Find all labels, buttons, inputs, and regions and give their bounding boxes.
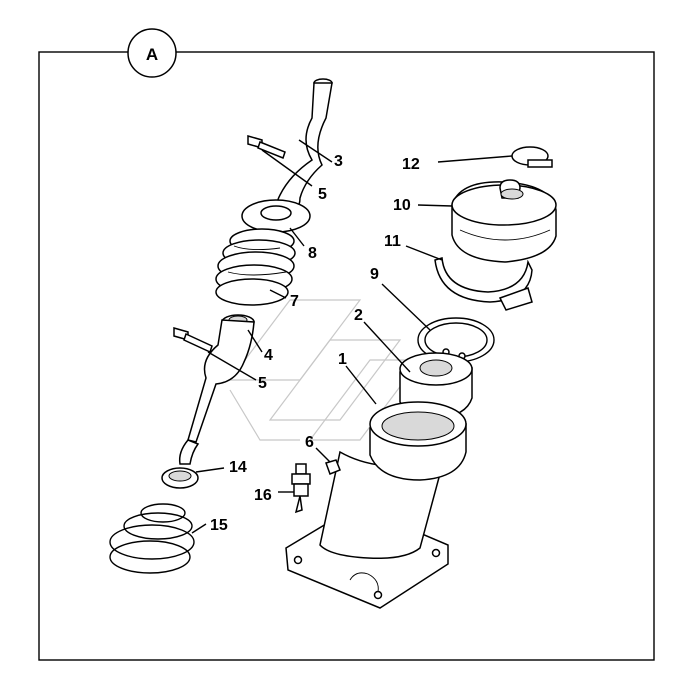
part-8-washer bbox=[241, 199, 311, 233]
view-badge: A bbox=[127, 28, 177, 78]
callout-5-upper: 5 bbox=[318, 186, 327, 203]
callout-labels: 1 2 3 4 5 5 6 7 8 9 10 11 12 14 15 16 bbox=[210, 153, 420, 534]
part-15-spring bbox=[109, 503, 195, 574]
callout-11: 11 bbox=[384, 233, 401, 250]
part-6-plug bbox=[325, 459, 341, 475]
lower-lever-shaft bbox=[178, 319, 255, 465]
callout-7: 7 bbox=[290, 293, 299, 310]
callout-16: 16 bbox=[254, 487, 272, 504]
diagram-frame bbox=[38, 51, 655, 661]
callout-8: 8 bbox=[308, 245, 317, 262]
callout-4: 4 bbox=[264, 347, 273, 364]
view-badge-label: A bbox=[146, 45, 158, 64]
part-16-switch bbox=[291, 463, 311, 514]
callout-15: 15 bbox=[210, 517, 228, 534]
part-1-housing bbox=[285, 401, 467, 609]
part-10-boot bbox=[451, 179, 557, 263]
callout-14: 14 bbox=[229, 459, 247, 476]
part-5-bolt-lower bbox=[173, 327, 213, 354]
callout-3: 3 bbox=[334, 153, 343, 170]
part-14-ring bbox=[161, 467, 199, 489]
callout-2: 2 bbox=[354, 307, 363, 324]
callout-1: 1 bbox=[338, 351, 347, 368]
callout-10: 10 bbox=[393, 197, 411, 214]
callout-12: 12 bbox=[402, 156, 420, 173]
leader-lines bbox=[191, 139, 513, 534]
callout-9: 9 bbox=[370, 266, 379, 283]
part-5-bolt-upper bbox=[247, 135, 286, 159]
callout-5-lower: 5 bbox=[258, 375, 267, 392]
callout-6: 6 bbox=[305, 434, 314, 451]
part-12-clamp bbox=[511, 146, 553, 168]
part-11-band-clamp bbox=[434, 257, 533, 311]
part-7-bellows bbox=[215, 228, 296, 306]
